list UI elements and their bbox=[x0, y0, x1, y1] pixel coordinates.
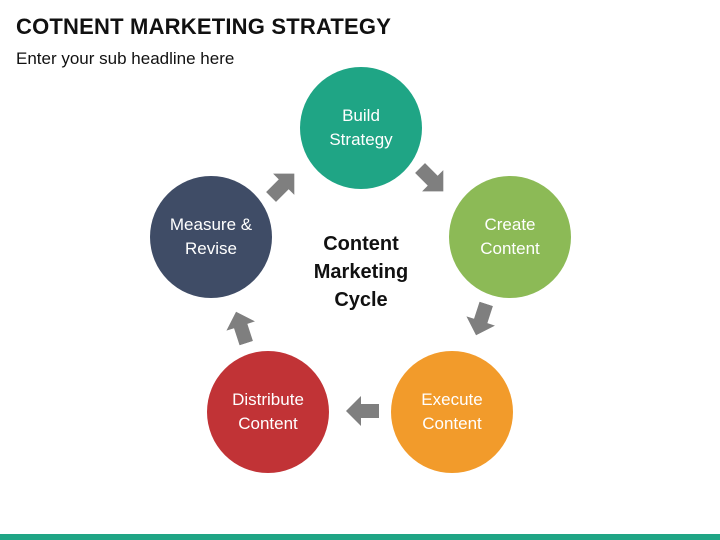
node-execute-content: Execute Content bbox=[391, 351, 513, 473]
node-build-strategy: Build Strategy bbox=[300, 67, 422, 189]
node-distribute-content-label: Distribute Content bbox=[232, 390, 304, 433]
node-build-strategy-label: Build Strategy bbox=[329, 106, 393, 149]
arrow-right-icon-1 bbox=[415, 163, 444, 192]
arrow-right-icon-5 bbox=[266, 173, 295, 202]
bottom-accent-bar bbox=[0, 534, 720, 540]
arrow-right-icon-2 bbox=[466, 301, 495, 336]
node-measure-revise-label: Measure & Revise bbox=[169, 215, 253, 258]
node-distribute-content: Distribute Content bbox=[207, 351, 329, 473]
node-measure-revise: Measure & Revise bbox=[150, 176, 272, 298]
arrow-right-icon-3 bbox=[346, 396, 379, 426]
node-create-content: Create Content bbox=[449, 176, 571, 298]
node-create-content-label: Create Content bbox=[480, 215, 540, 258]
page-subtitle: Enter your sub headline here bbox=[16, 49, 235, 68]
node-execute-content-label: Execute Content bbox=[421, 390, 483, 433]
center-label: Content Marketing Cycle bbox=[290, 230, 432, 314]
page-title: COTNENT MARKETING STRATEGY bbox=[16, 14, 392, 39]
center-label-text: Content Marketing Cycle bbox=[313, 233, 409, 311]
arrow-right-icon-4 bbox=[226, 311, 255, 346]
